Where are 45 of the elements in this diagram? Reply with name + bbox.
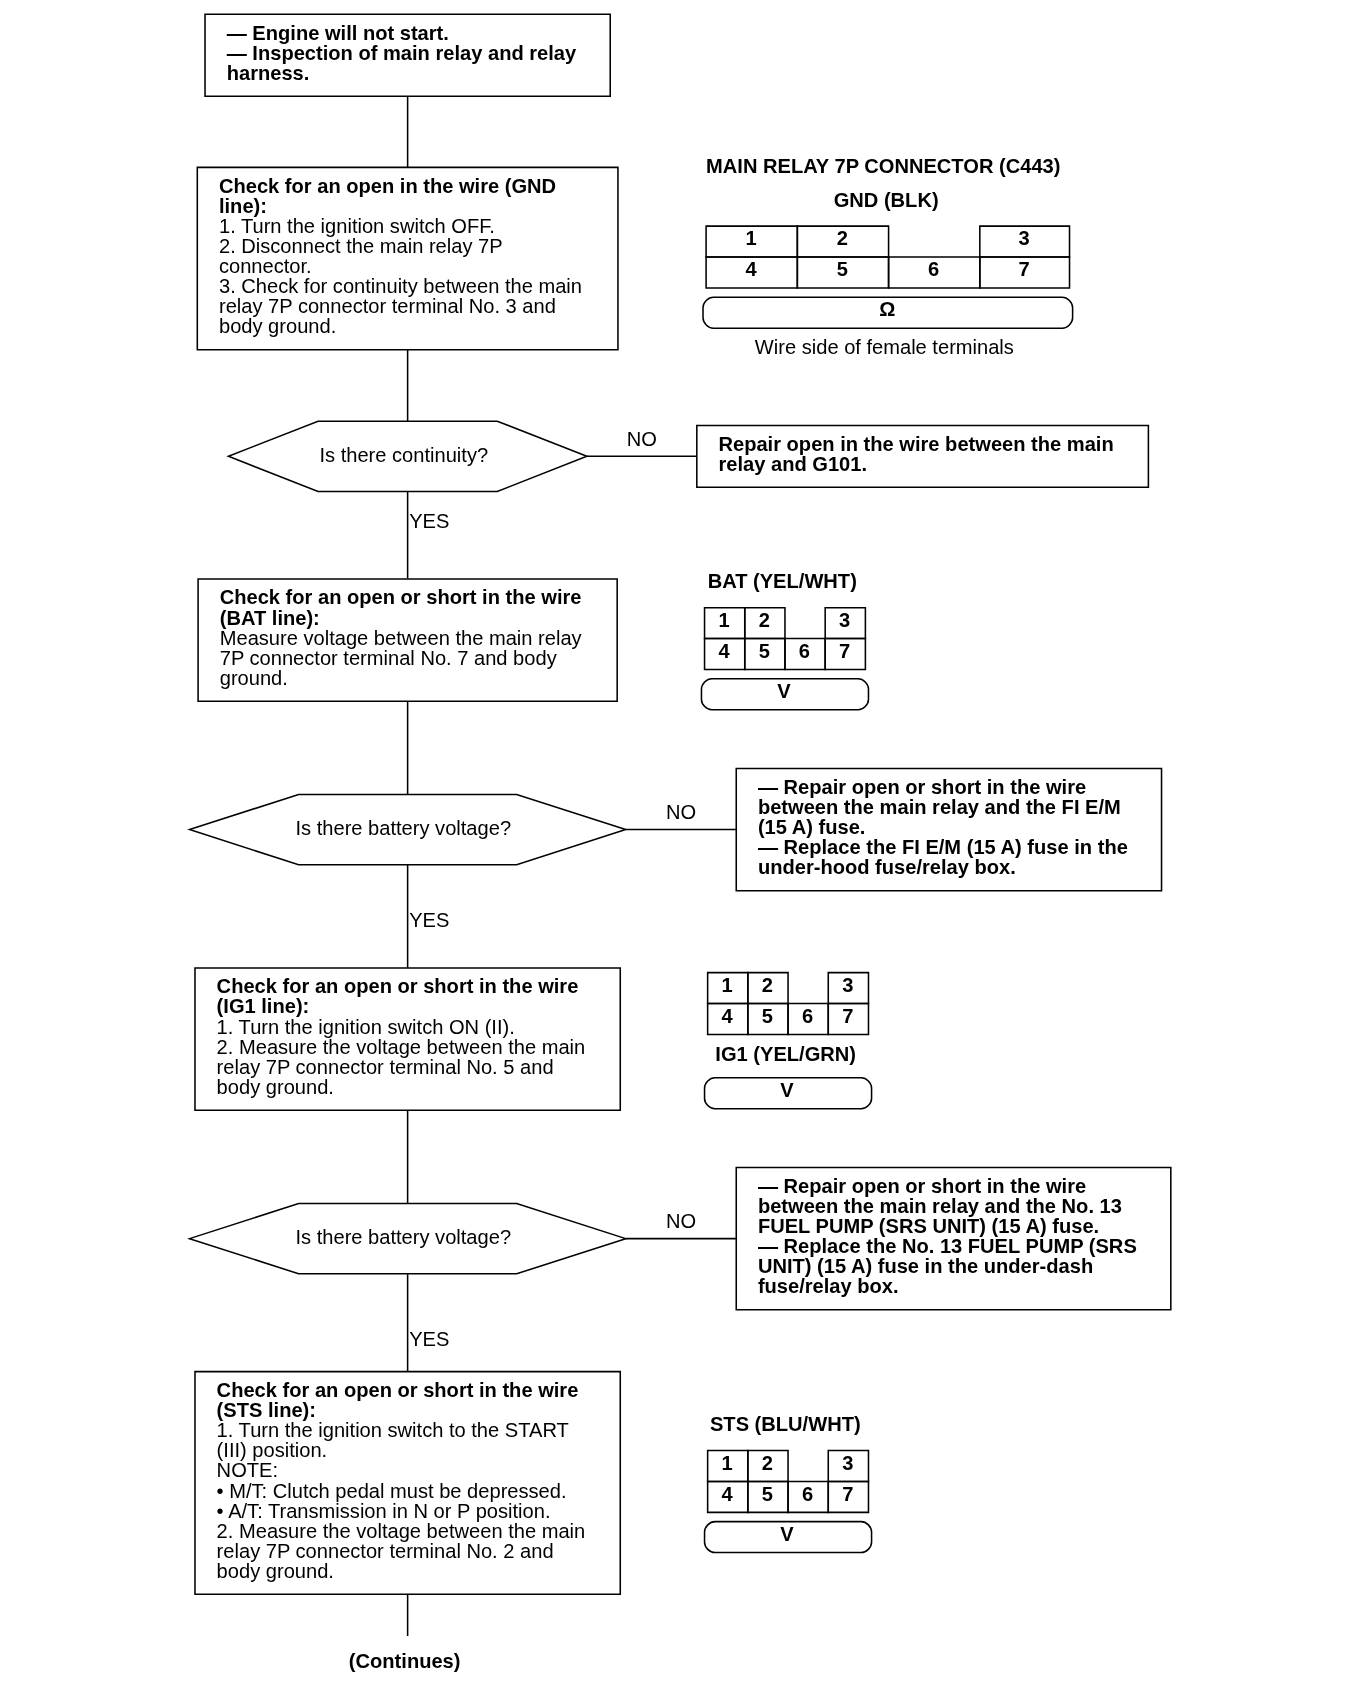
label: BAT (YEL/WHT) [707,570,857,593]
label: V [780,1522,794,1545]
label: 4 [718,639,730,662]
label: 3 [842,973,854,996]
label: 5 [758,639,770,662]
label: 3 [1018,227,1030,250]
label: 6 [928,258,940,281]
label: 1 [718,608,730,631]
label: 6 [798,639,811,662]
label: 4 [721,1482,733,1505]
label: 2 [761,1451,773,1474]
label: IG1 (YEL/GRN) [715,1043,857,1066]
label: V [780,1078,794,1101]
label: 7 [1018,258,1030,281]
node-text: (Continues) [348,1649,461,1672]
label: GND (BLK) [833,188,939,211]
label: Ω [879,298,896,321]
edge-label: NO [626,428,657,451]
label: 3 [842,1451,854,1474]
label: 4 [745,258,757,281]
edge-label: YES [409,908,450,931]
edge-label: YES [409,509,450,532]
label: MAIN RELAY 7P CONNECTOR (C443) [706,154,1061,177]
edge-label: NO [666,801,697,824]
label: STS (BLU/WHT) [709,1413,861,1436]
label: 1 [721,1451,733,1474]
label: 4 [721,1004,733,1027]
label: V [777,679,791,702]
label: Wire side of female terminals [754,335,1014,358]
label: 5 [761,1482,773,1505]
label: 7 [842,1004,854,1027]
label: 6 [801,1004,814,1027]
label: 5 [836,258,848,281]
label: 2 [758,608,770,631]
edge-label: NO [666,1210,697,1233]
label: 7 [842,1482,854,1505]
label: 2 [761,973,773,996]
label: 7 [839,639,851,662]
label: 5 [761,1004,773,1027]
label: 6 [801,1482,814,1505]
label: 2 [836,227,848,250]
label: 1 [745,227,757,250]
label: 1 [721,973,733,996]
edge-label: YES [409,1327,450,1350]
label: 3 [839,608,851,631]
